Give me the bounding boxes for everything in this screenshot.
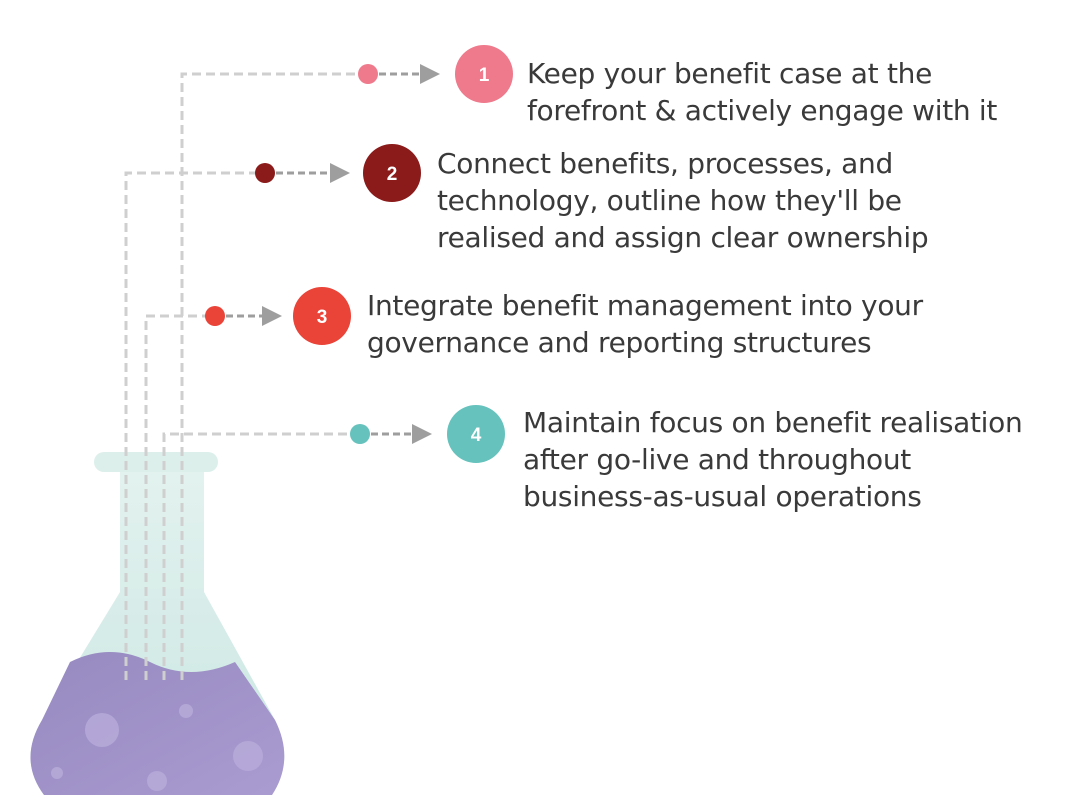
flask-liquid [30, 652, 285, 795]
step-2-line-1: Connect benefits, processes, and [437, 147, 893, 180]
step-3-line-2: governance and reporting structures [367, 326, 872, 359]
step-2-line-3: realised and assign clear ownership [437, 221, 929, 254]
badge-circle [293, 287, 351, 345]
step-1-line-2: forefront & actively engage with it [527, 94, 998, 127]
step-badge-1: 1 [455, 45, 513, 103]
step-1-text: Keep your benefit case at the forefront … [527, 55, 997, 129]
step-number-2: 2 [387, 164, 398, 185]
step-3-line-1: Integrate benefit management into your [367, 289, 923, 322]
step-badge-2: 2 [363, 144, 421, 202]
step-1-line-1: Keep your benefit case at the [527, 57, 932, 90]
arrow-1 [358, 64, 440, 84]
step-3-text: Integrate benefit management into your g… [367, 287, 923, 361]
connector-4 [162, 432, 356, 680]
step-4-line-1: Maintain focus on benefit realisation [523, 406, 1023, 439]
badge-circle [447, 405, 505, 463]
step-number-3: 3 [317, 307, 328, 328]
bubble [85, 713, 119, 747]
arrow-3 [205, 306, 282, 326]
arrows [205, 64, 440, 444]
connector-1 [180, 72, 364, 680]
step-2-text: Connect benefits, processes, and technol… [437, 145, 929, 256]
connector-dot-3 [205, 306, 225, 326]
connector-dot-2 [255, 163, 275, 183]
step-4-line-2: after go-live and throughout [523, 443, 911, 476]
bubble [147, 771, 167, 791]
step-badge-3: 3 [293, 287, 351, 345]
badge-circle [363, 144, 421, 202]
step-4-line-3: business-as-usual operations [523, 480, 922, 513]
bubble [233, 741, 263, 771]
bubble [179, 704, 193, 718]
step-badge-4: 4 [447, 405, 505, 463]
flask-rim [94, 452, 218, 472]
step-2-line-2: technology, outline how they'll be [437, 184, 902, 217]
connectors [124, 72, 364, 680]
badge-circle [455, 45, 513, 103]
arrow-4 [350, 424, 432, 444]
arrow-2 [255, 163, 350, 183]
connector-dot-4 [350, 424, 370, 444]
bubble [51, 767, 63, 779]
connector-3 [144, 314, 212, 680]
step-4-text: Maintain focus on benefit realisation af… [523, 404, 1023, 515]
flask-illustration [30, 452, 285, 795]
connector-dot-1 [358, 64, 378, 84]
step-number-4: 4 [471, 425, 482, 446]
connector-2 [124, 171, 262, 680]
step-number-1: 1 [479, 65, 490, 86]
